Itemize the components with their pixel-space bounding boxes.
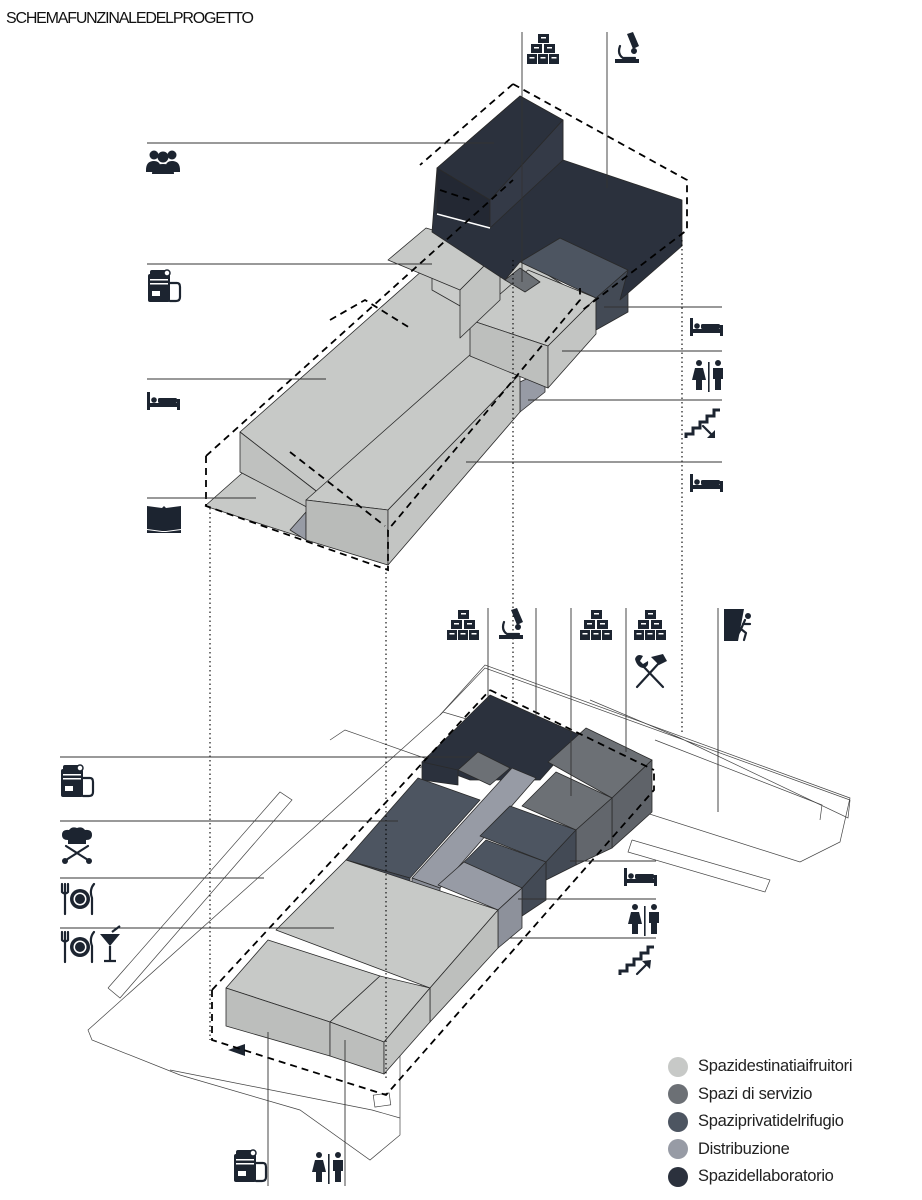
boiler-icon [59, 763, 95, 799]
boiler-icon [146, 268, 182, 304]
legend-item-laboratorio: Spazidellaboratorio [668, 1163, 918, 1191]
legend-label: Spazidellaboratorio [698, 1167, 834, 1186]
leader-lines [60, 32, 722, 1186]
tools-icon [633, 652, 669, 689]
icons [59, 30, 753, 1184]
legend: Spazidestinatiaifruitori Spazi di serviz… [668, 1053, 918, 1191]
storage-boxes-icon [447, 610, 479, 640]
group-icon [146, 150, 180, 174]
upper-floor [204, 83, 688, 572]
restroom-icon [628, 904, 659, 936]
chef-icon [60, 826, 94, 866]
stairs-up-icon [618, 945, 656, 977]
cocktail-icon [100, 925, 121, 963]
book-icon [147, 506, 181, 533]
dining-icon [60, 882, 96, 916]
diagram-title: SCHEMAFUNZINALEDELPROGETTO [6, 10, 254, 27]
microscope-icon [613, 30, 641, 65]
legend-label: Distribuzione [698, 1139, 790, 1158]
legend-item-distribuzione: Distribuzione [668, 1136, 918, 1164]
legend-label: Spazidestinatiaifruitori [698, 1057, 853, 1076]
legend-swatch [668, 1056, 688, 1077]
legend-label: Spaziprivatidelrifugio [698, 1112, 844, 1131]
restroom-icon [692, 360, 723, 392]
restroom-icon [312, 1152, 343, 1184]
microscope-icon [497, 606, 525, 641]
legend-item-servizio: Spazi di servizio [668, 1081, 918, 1109]
legend-item-fruitori: Spazidestinatiaifruitori [668, 1053, 918, 1081]
projection-lines [209, 240, 683, 1080]
bed-icon [690, 318, 723, 336]
legend-swatch [668, 1084, 688, 1105]
legend-label: Spazi di servizio [698, 1084, 813, 1103]
bed-icon [147, 392, 180, 410]
storage-boxes-icon [634, 610, 666, 640]
legend-item-privati: Spaziprivatidelrifugio [668, 1108, 918, 1136]
legend-swatch [668, 1166, 688, 1187]
legend-swatch [668, 1111, 688, 1132]
dining-icon [60, 930, 96, 964]
stairs-down-icon [684, 408, 722, 440]
legend-swatch [668, 1139, 688, 1160]
lower-floor [87, 664, 851, 1161]
storage-boxes-icon [580, 610, 612, 640]
boiler-icon [232, 1148, 268, 1184]
climber-icon [722, 607, 753, 643]
bed-icon [690, 474, 723, 492]
bed-icon [624, 868, 657, 886]
storage-boxes-icon [527, 34, 559, 64]
